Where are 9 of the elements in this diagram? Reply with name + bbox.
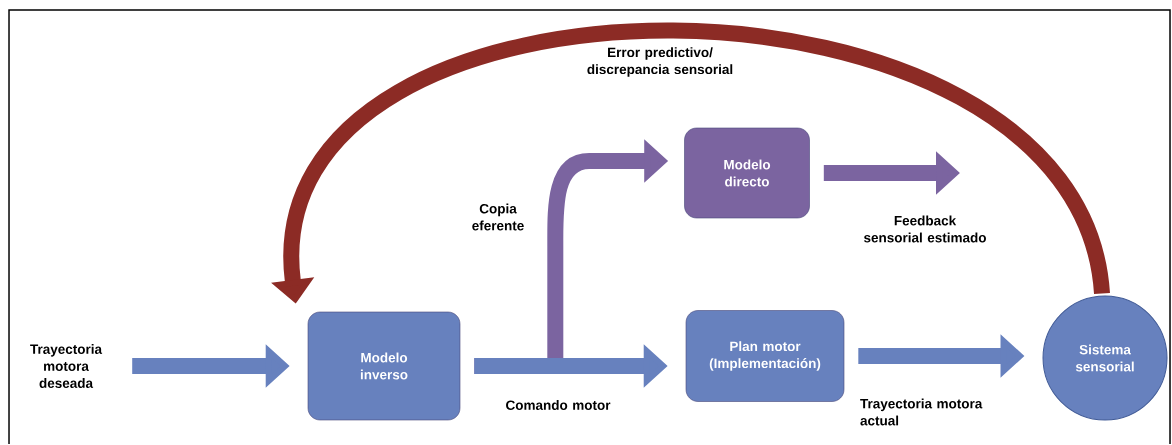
input-label: Trayectoria motora deseada [30, 344, 103, 388]
edge-label: Trayectoria motora actual [860, 398, 983, 426]
process-box: Plan motor (Implementación) [685, 310, 845, 402]
edge-label: Error predictivo/ discrepancia sensorial [587, 47, 733, 77]
edge-label: Comando motor [506, 400, 611, 410]
process-box: Modelo inverso [307, 311, 461, 421]
process-box: Modelo directo [684, 127, 810, 219]
edge-label: Copia eferente [472, 203, 524, 231]
edge-label: Feedback sensorial estimado [863, 215, 986, 243]
